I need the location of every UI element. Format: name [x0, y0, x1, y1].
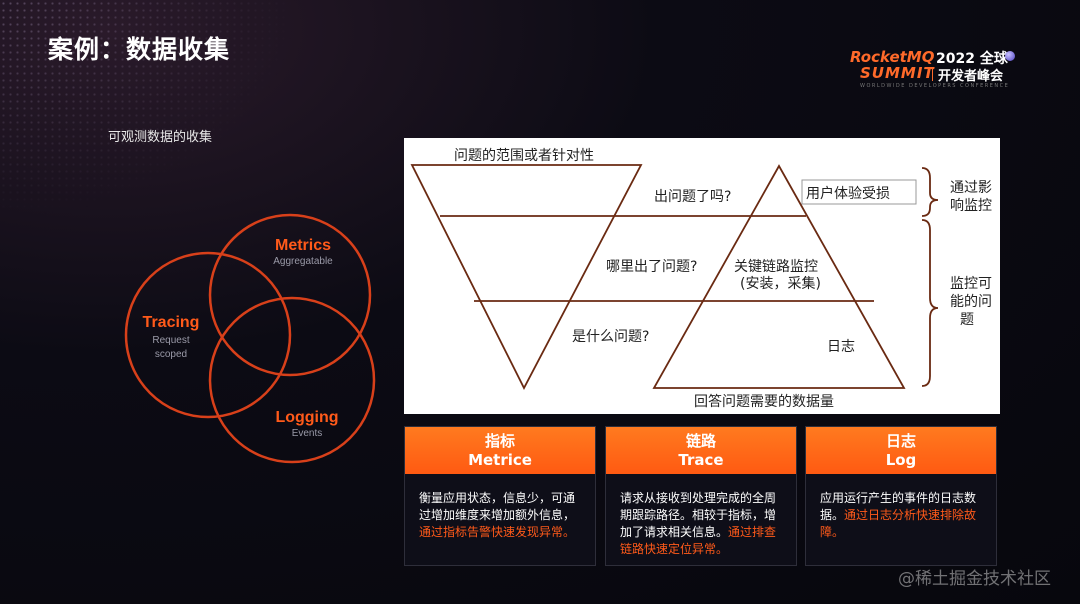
inverted-triangle — [410, 164, 643, 390]
log-label: 日志 — [827, 339, 855, 355]
card-trace: 链路 Trace 请求从接收到处理完成的全周期跟踪路径。相较于指标，增加了请求相… — [605, 426, 797, 566]
card-log-subtitle: Log — [885, 451, 917, 469]
logging-sub: Events — [292, 428, 323, 439]
chain-monitor-label-2: (安装，采集) — [740, 275, 821, 292]
brace-2-label-3: 题 — [960, 312, 974, 328]
planet-icon — [1005, 51, 1015, 61]
card-log-header: 日志 Log — [806, 427, 996, 474]
logging-title: Logging — [275, 409, 338, 426]
metrics-circle — [208, 213, 372, 377]
card-metrics: 指标 Metrice 衡量应用状态，信息少，可通过增加维度来增加额外信息， 通过指… — [404, 426, 596, 566]
ux-label: 用户体验受损 — [806, 185, 890, 202]
metrics-sub: Aggregatable — [273, 256, 333, 267]
pyramid-diagram: 问题的范围或者针对性 出问题了吗? 用户体验受损 哪里出了问题? 关键链路监控 … — [404, 138, 1000, 414]
tracing-title: Tracing — [143, 314, 200, 331]
card-metrics-text: 衡量应用状态，信息少，可通过增加维度来增加额外信息， — [419, 491, 576, 522]
chain-monitor-label-1: 关键链路监控 — [734, 259, 818, 275]
dot-pattern-decoration — [0, 0, 300, 220]
card-trace-body: 请求从接收到处理完成的全周期跟踪路径。相较于指标，增加了请求相关信息。通过排查链… — [606, 474, 796, 558]
metrics-title: Metrics — [275, 237, 331, 254]
brace-2-label-2: 能的问 — [950, 294, 992, 310]
brace-2 — [921, 219, 939, 387]
upright-triangle — [652, 164, 906, 389]
card-log-body: 应用运行产生的事件的日志数据。通过日志分析快速排除故障。 — [806, 474, 996, 541]
ux-box — [801, 179, 917, 205]
scope-label: 问题的范围或者针对性 — [454, 147, 594, 164]
logo-divider — [932, 67, 933, 81]
logo-tagline: WORLDWIDE DEVELOPERS CONFERENCE — [860, 83, 1010, 89]
question-1: 出问题了吗? — [654, 189, 731, 205]
card-metrics-title: 指标 — [484, 432, 515, 450]
brace-2-label-1: 监控可 — [950, 276, 992, 292]
observability-venn-diagram: Metrics Aggregatable Tracing Request sco… — [124, 213, 376, 464]
card-trace-header: 链路 Trace — [606, 427, 796, 474]
question-2: 哪里出了问题? — [606, 259, 697, 275]
question-3: 是什么问题? — [572, 329, 649, 345]
page-title: 案例：数据收集 — [48, 35, 231, 64]
card-metrics-subtitle: Metrice — [468, 451, 532, 469]
summit-logo: RocketMQ 2022 全球 SUMMIT 开发者峰会 WORLDWIDE … — [848, 48, 1028, 94]
brace-1-label-1: 通过影 — [950, 180, 992, 196]
card-metrics-body: 衡量应用状态，信息少，可通过增加维度来增加额外信息， 通过指标告警快速发现异常。 — [405, 474, 595, 541]
card-log: 日志 Log 应用运行产生的事件的日志数据。通过日志分析快速排除故障。 — [805, 426, 997, 566]
card-trace-highlight: 通过排查链路快速定位异常。 — [620, 525, 777, 556]
card-metrics-highlight: 通过指标告警快速发现异常。 — [419, 525, 576, 539]
tracing-sub-1: Request — [152, 335, 189, 346]
card-metrics-header: 指标 Metrice — [405, 427, 595, 474]
tracing-circle — [124, 251, 292, 419]
brace-1-label-2: 响监控 — [950, 198, 992, 214]
card-log-highlight: 通过日志分析快速排除故障。 — [820, 508, 977, 539]
card-trace-subtitle: Trace — [678, 451, 724, 469]
card-log-text: 应用运行产生的事件的日志数据。 — [820, 491, 977, 522]
logging-circle — [208, 296, 376, 464]
watermark: @稀土掘金技术社区 — [898, 569, 1051, 589]
data-volume-label: 回答问题需要的数据量 — [694, 393, 834, 410]
card-trace-text: 请求从接收到处理完成的全周期跟踪路径。相较于指标，增加了请求相关信息。 — [620, 491, 777, 539]
logo-conference: 开发者峰会 — [938, 69, 1004, 84]
tracing-sub-2: scoped — [155, 349, 187, 360]
logo-summit: SUMMIT — [860, 64, 935, 82]
card-trace-title: 链路 — [685, 432, 716, 450]
page-subtitle: 可观测数据的收集 — [108, 130, 213, 145]
logo-brand: RocketMQ — [850, 48, 935, 66]
brace-1 — [921, 167, 939, 217]
logo-year: 2022 全球 — [936, 51, 1008, 67]
card-log-title: 日志 — [885, 432, 916, 450]
